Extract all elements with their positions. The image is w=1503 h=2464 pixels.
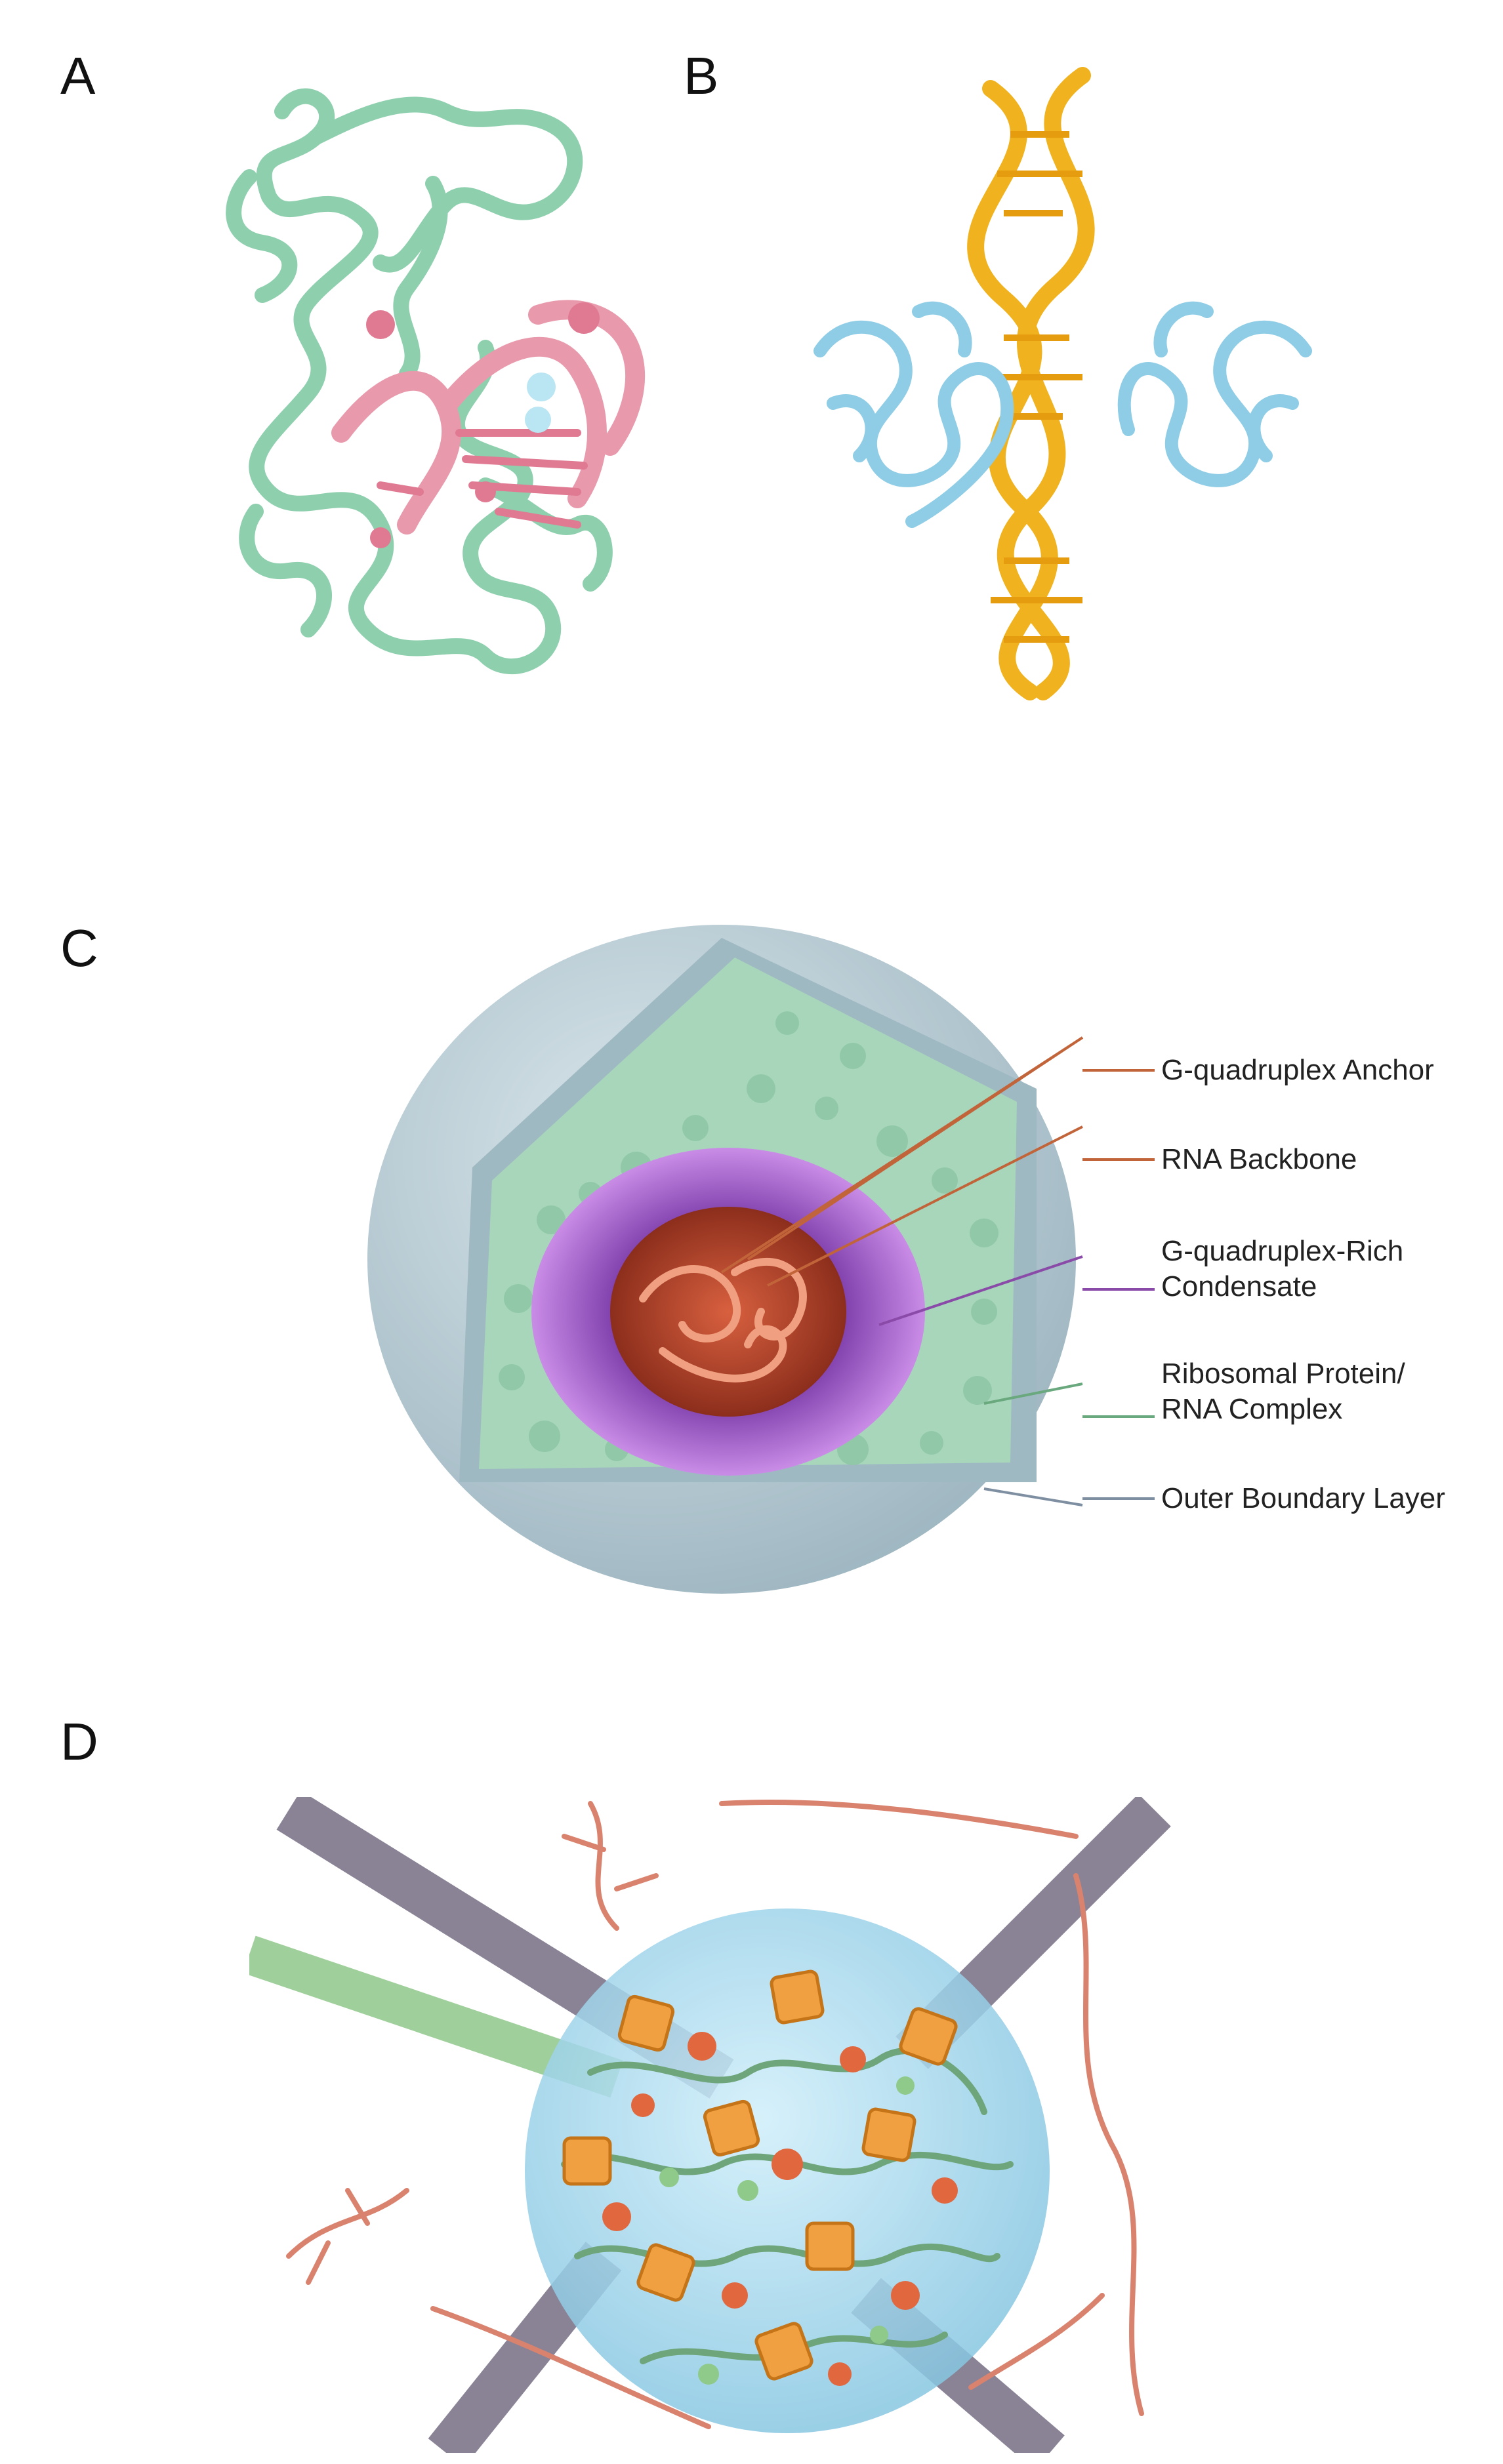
rna-phosphate-knobs bbox=[366, 302, 600, 548]
red-branching-fibers bbox=[286, 1800, 1144, 2429]
dna-base-pairs bbox=[991, 131, 1082, 643]
panel-letter-c: C bbox=[60, 919, 98, 977]
callout-leader-lines bbox=[720, 1036, 1084, 1506]
panel-d-condensate-in-cytoskeleton bbox=[249, 1797, 1194, 2453]
ion-spheres bbox=[525, 373, 556, 433]
callout-g-quadruplex-rich-line2: Condensate bbox=[1161, 1270, 1317, 1303]
panel-a-protein-rna-structure bbox=[210, 66, 669, 721]
callout-g-quadruplex-anchor: G-quadruplex Anchor bbox=[1161, 1054, 1434, 1086]
panel-c-condensate-cutaway bbox=[354, 892, 1089, 1613]
rna-backbone-strands bbox=[639, 1257, 807, 1383]
callout-rna-backbone: RNA Backbone bbox=[1161, 1143, 1357, 1175]
panel-letter-b: B bbox=[684, 47, 719, 105]
callout-g-quadruplex-rich-line1: G-quadruplex-Rich bbox=[1161, 1235, 1404, 1267]
panel-letter-d: D bbox=[60, 1712, 98, 1771]
panel-letter-a: A bbox=[60, 47, 96, 105]
g-quadruplex-units bbox=[562, 1969, 958, 2381]
callout-ticks bbox=[1082, 1069, 1155, 1500]
protein-right bbox=[1117, 301, 1312, 487]
protein-left bbox=[813, 301, 1014, 528]
protein-globules bbox=[602, 2032, 958, 2386]
callout-outer-boundary-layer: Outer Boundary Layer bbox=[1161, 1482, 1445, 1514]
callout-ribosomal-line1: Ribosomal Protein/ bbox=[1161, 1358, 1405, 1390]
green-globules bbox=[659, 2076, 915, 2385]
condensate-core bbox=[610, 1207, 846, 1417]
callout-ribosomal-line2: RNA Complex bbox=[1161, 1393, 1343, 1425]
panel-b-dna-protein-structure bbox=[807, 62, 1319, 712]
